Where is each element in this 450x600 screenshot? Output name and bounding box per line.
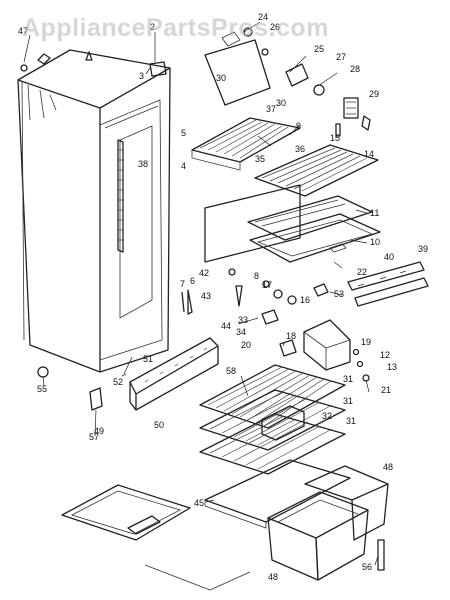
callout-label: 57	[89, 432, 99, 442]
callout-label: 27	[336, 52, 346, 62]
callout-label: 38	[138, 159, 148, 169]
callout-label: 35	[255, 154, 265, 164]
callout-label: 32	[322, 411, 332, 421]
callout-label: 13	[387, 362, 397, 372]
control-panel	[204, 27, 325, 106]
callout-label: 30	[276, 98, 286, 108]
callout-label: 14	[364, 149, 374, 159]
callout-label: 44	[221, 321, 231, 331]
callout-label: 29	[369, 89, 379, 99]
callout-label: 37	[266, 104, 276, 114]
callout-label: 18	[286, 331, 296, 341]
callout-label: 30	[216, 73, 226, 83]
callout-label: 22	[357, 267, 367, 277]
damper-housing	[279, 319, 370, 382]
kick-plate	[121, 337, 219, 411]
top-hinge-parts	[20, 51, 167, 77]
light-socket-parts	[335, 97, 371, 137]
callout-label: 20	[241, 340, 251, 350]
callout-label: 49	[94, 426, 104, 436]
callout-label: 56	[362, 562, 372, 572]
callout-label: 16	[300, 295, 310, 305]
lower-hinge-and-foot	[37, 366, 103, 411]
callout-label: 40	[384, 252, 394, 262]
callout-label: 34	[236, 327, 246, 337]
callout-label: 53	[334, 289, 344, 299]
callout-label: 6	[190, 276, 195, 286]
leader-lines	[23, 21, 379, 566]
callout-label: 15	[330, 133, 340, 143]
callout-label: 48	[383, 462, 393, 472]
liner-rail	[117, 139, 124, 253]
callout-label: 25	[314, 44, 324, 54]
callout-label: 45	[194, 498, 204, 508]
callout-label: 3	[139, 71, 144, 81]
callout-label: 4	[181, 161, 186, 171]
callout-label: 5	[181, 128, 186, 138]
callout-label: 55	[37, 384, 47, 394]
callout-label: 21	[381, 385, 391, 395]
callout-label: 24	[258, 12, 268, 22]
crisper-cover	[204, 459, 351, 529]
callout-label: 7	[180, 279, 185, 289]
crisper-cover-frames	[204, 184, 381, 263]
callout-label: 17	[262, 280, 272, 290]
callout-label: 52	[113, 377, 123, 387]
callout-label: 19	[361, 337, 371, 347]
crisper-drawers	[267, 465, 389, 581]
callout-label: 11	[370, 208, 379, 218]
small-hardware	[181, 268, 329, 325]
callout-label: 9	[296, 121, 301, 131]
callout-label: 47	[18, 26, 28, 36]
callout-label: 39	[418, 244, 428, 254]
callout-label: 51	[143, 354, 153, 364]
callout-label: 48	[268, 572, 278, 582]
callout-label: 31	[346, 416, 356, 426]
callout-label: 43	[201, 291, 211, 301]
glass-shelf-top	[254, 144, 379, 197]
wire-shelf-upper	[191, 117, 301, 171]
cabinet	[17, 49, 171, 373]
watermark: AppliancePartsPros.com	[22, 14, 329, 42]
callout-label: 58	[226, 366, 236, 376]
callout-labels: 47 2 3 24 26 25 27 28 30 30 29 15 14 37 …	[18, 12, 428, 582]
callout-label: 28	[350, 64, 360, 74]
callout-label: 10	[370, 237, 380, 247]
callout-label: 42	[199, 268, 209, 278]
bottom-misc	[144, 539, 385, 591]
callout-label: 50	[154, 420, 164, 430]
slide-rails	[347, 261, 429, 307]
callout-label: 33	[238, 315, 248, 325]
callout-label: 2	[150, 22, 155, 32]
callout-label: 12	[380, 350, 390, 360]
callout-label: 26	[270, 22, 280, 32]
callout-label: 31	[343, 396, 353, 406]
drip-tray	[61, 484, 191, 541]
callout-label: 8	[254, 271, 259, 281]
callout-label: 36	[295, 144, 305, 154]
wire-shelf-stack	[199, 364, 346, 475]
callout-label: 31	[343, 374, 353, 384]
